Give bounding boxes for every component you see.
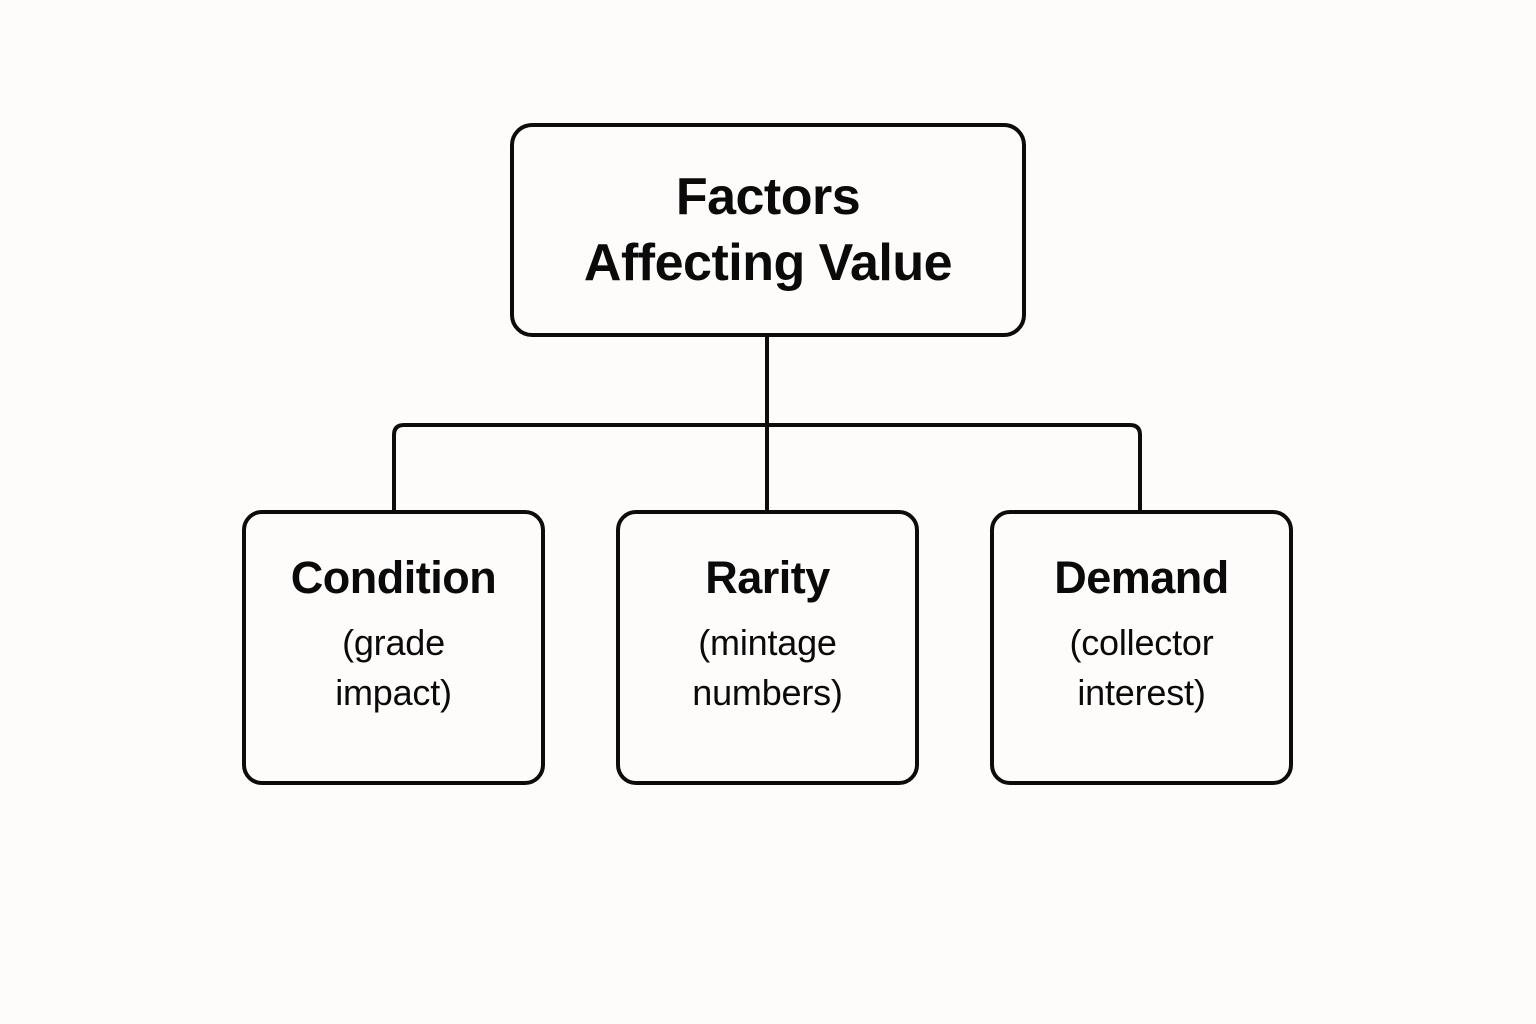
node-condition: Condition (grade impact) <box>242 510 545 785</box>
connector-bus-right <box>767 423 1142 510</box>
node-condition-subtitle: (grade impact) <box>335 622 452 713</box>
node-root: Factors Affecting Value <box>510 123 1026 337</box>
node-rarity-subtitle: (mintage numbers) <box>692 622 843 713</box>
connector-bus-left <box>392 423 767 510</box>
node-demand-title: Demand <box>1054 552 1229 603</box>
node-root-title: Factors Affecting Value <box>583 168 953 292</box>
node-condition-title: Condition <box>290 552 497 603</box>
node-rarity: Rarity (mintage numbers) <box>616 510 919 785</box>
node-demand-subtitle: (collector interest) <box>1069 622 1214 713</box>
node-demand: Demand (collector interest) <box>990 510 1293 785</box>
node-rarity-title: Rarity <box>705 552 830 603</box>
